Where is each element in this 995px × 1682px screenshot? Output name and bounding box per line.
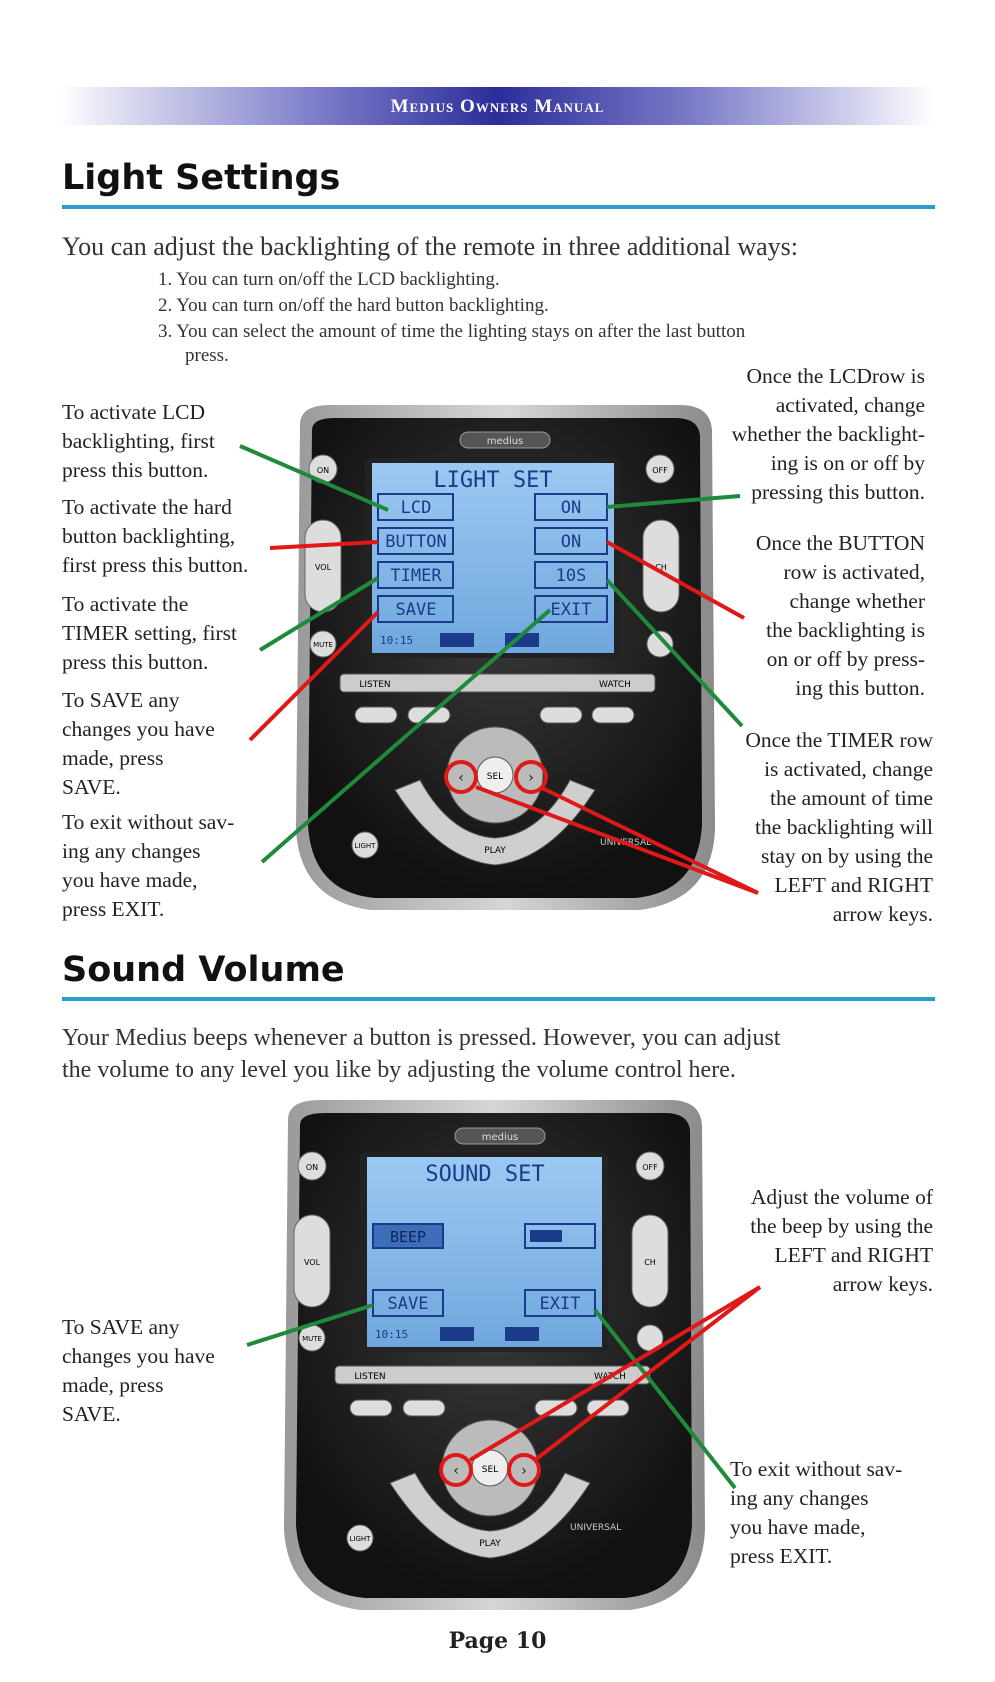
sound-intro: Your Medius beeps whenever a button is p… xyxy=(62,1025,781,1083)
svg-text:10S: 10S xyxy=(556,566,587,586)
svg-text:LISTEN: LISTEN xyxy=(354,1372,385,1382)
sound-arrows xyxy=(246,1285,762,1490)
light-button xyxy=(351,831,379,859)
lcd-title: LIGHT SET xyxy=(433,468,552,493)
svg-text:‹: ‹ xyxy=(458,770,464,786)
page-number: Page 10 xyxy=(448,1628,547,1654)
svg-text:BEEP: BEEP xyxy=(390,1228,426,1246)
svg-text:›: › xyxy=(528,770,534,786)
svg-text:PLAY: PLAY xyxy=(484,846,506,856)
list-item: 3. You can select the amount of time the… xyxy=(158,321,746,342)
svg-text:MUTE: MUTE xyxy=(313,641,333,649)
light-intro: You can adjust the backlighting of the r… xyxy=(62,232,799,261)
svg-text:LISTEN: LISTEN xyxy=(359,680,390,690)
remote-sound: medius SOUND SET BEEP SAVE EXIT 10:15 ON… xyxy=(284,1100,705,1610)
mute-button xyxy=(309,630,337,658)
svg-text:›: › xyxy=(521,1463,527,1479)
svg-text:UNIVERSAL: UNIVERSAL xyxy=(570,1523,621,1533)
svg-text:‹: ‹ xyxy=(453,1463,459,1479)
svg-text:MUTE: MUTE xyxy=(302,1335,322,1343)
manual-header: Medius Owners Manual xyxy=(390,96,605,117)
header-band xyxy=(60,87,935,125)
brand-logo: medius xyxy=(487,436,524,447)
svg-text:ON: ON xyxy=(561,498,581,518)
svg-text:SAVE: SAVE xyxy=(388,1294,429,1314)
svg-text:LIGHT: LIGHT xyxy=(355,842,377,850)
svg-text:SEL: SEL xyxy=(482,1465,498,1475)
remote-light: medius LIGHT SET LCD BUTTON TIMER SAVE O… xyxy=(296,405,715,910)
svg-text:PLAY: PLAY xyxy=(479,1539,501,1549)
ch-rocker xyxy=(642,519,680,613)
svg-text:EXIT: EXIT xyxy=(551,600,592,620)
svg-text:SEL: SEL xyxy=(487,772,503,782)
svg-text:SAVE: SAVE xyxy=(396,600,437,620)
svg-text:EXIT: EXIT xyxy=(540,1294,581,1314)
svg-text:ON: ON xyxy=(561,532,581,552)
title-rule xyxy=(62,997,935,1001)
volume-level-bar xyxy=(530,1230,562,1242)
list-item: 1. You can turn on/off the LCD backlight… xyxy=(158,269,500,290)
svg-text:10:15: 10:15 xyxy=(375,1328,408,1341)
svg-text:medius: medius xyxy=(482,1132,519,1143)
svg-text:LIGHT: LIGHT xyxy=(350,1535,372,1543)
svg-text:ON: ON xyxy=(317,466,329,475)
svg-text:TIMER: TIMER xyxy=(390,566,442,586)
list-item: 2. You can turn on/off the hard button b… xyxy=(158,295,549,316)
svg-text:ON: ON xyxy=(306,1163,318,1172)
svg-text:OFF: OFF xyxy=(652,466,668,475)
prev-ch-button xyxy=(646,630,674,658)
svg-text:CH: CH xyxy=(655,563,667,572)
light-arrows xyxy=(239,444,759,895)
svg-text:VOL: VOL xyxy=(315,563,332,572)
svg-text:OFF: OFF xyxy=(642,1163,658,1172)
light-settings-title: Light Settings xyxy=(62,158,341,198)
svg-text:CH: CH xyxy=(644,1258,656,1267)
svg-text:10:15: 10:15 xyxy=(380,634,413,647)
svg-text:LCD: LCD xyxy=(401,498,432,518)
svg-text:WATCH: WATCH xyxy=(599,680,631,690)
lcd-title: SOUND SET xyxy=(425,1162,544,1187)
list-item: press. xyxy=(185,345,229,366)
sound-volume-title: Sound Volume xyxy=(62,950,345,990)
title-rule xyxy=(62,205,935,209)
off-button xyxy=(645,454,675,484)
svg-text:BUTTON: BUTTON xyxy=(385,532,446,552)
svg-text:VOL: VOL xyxy=(304,1258,321,1267)
